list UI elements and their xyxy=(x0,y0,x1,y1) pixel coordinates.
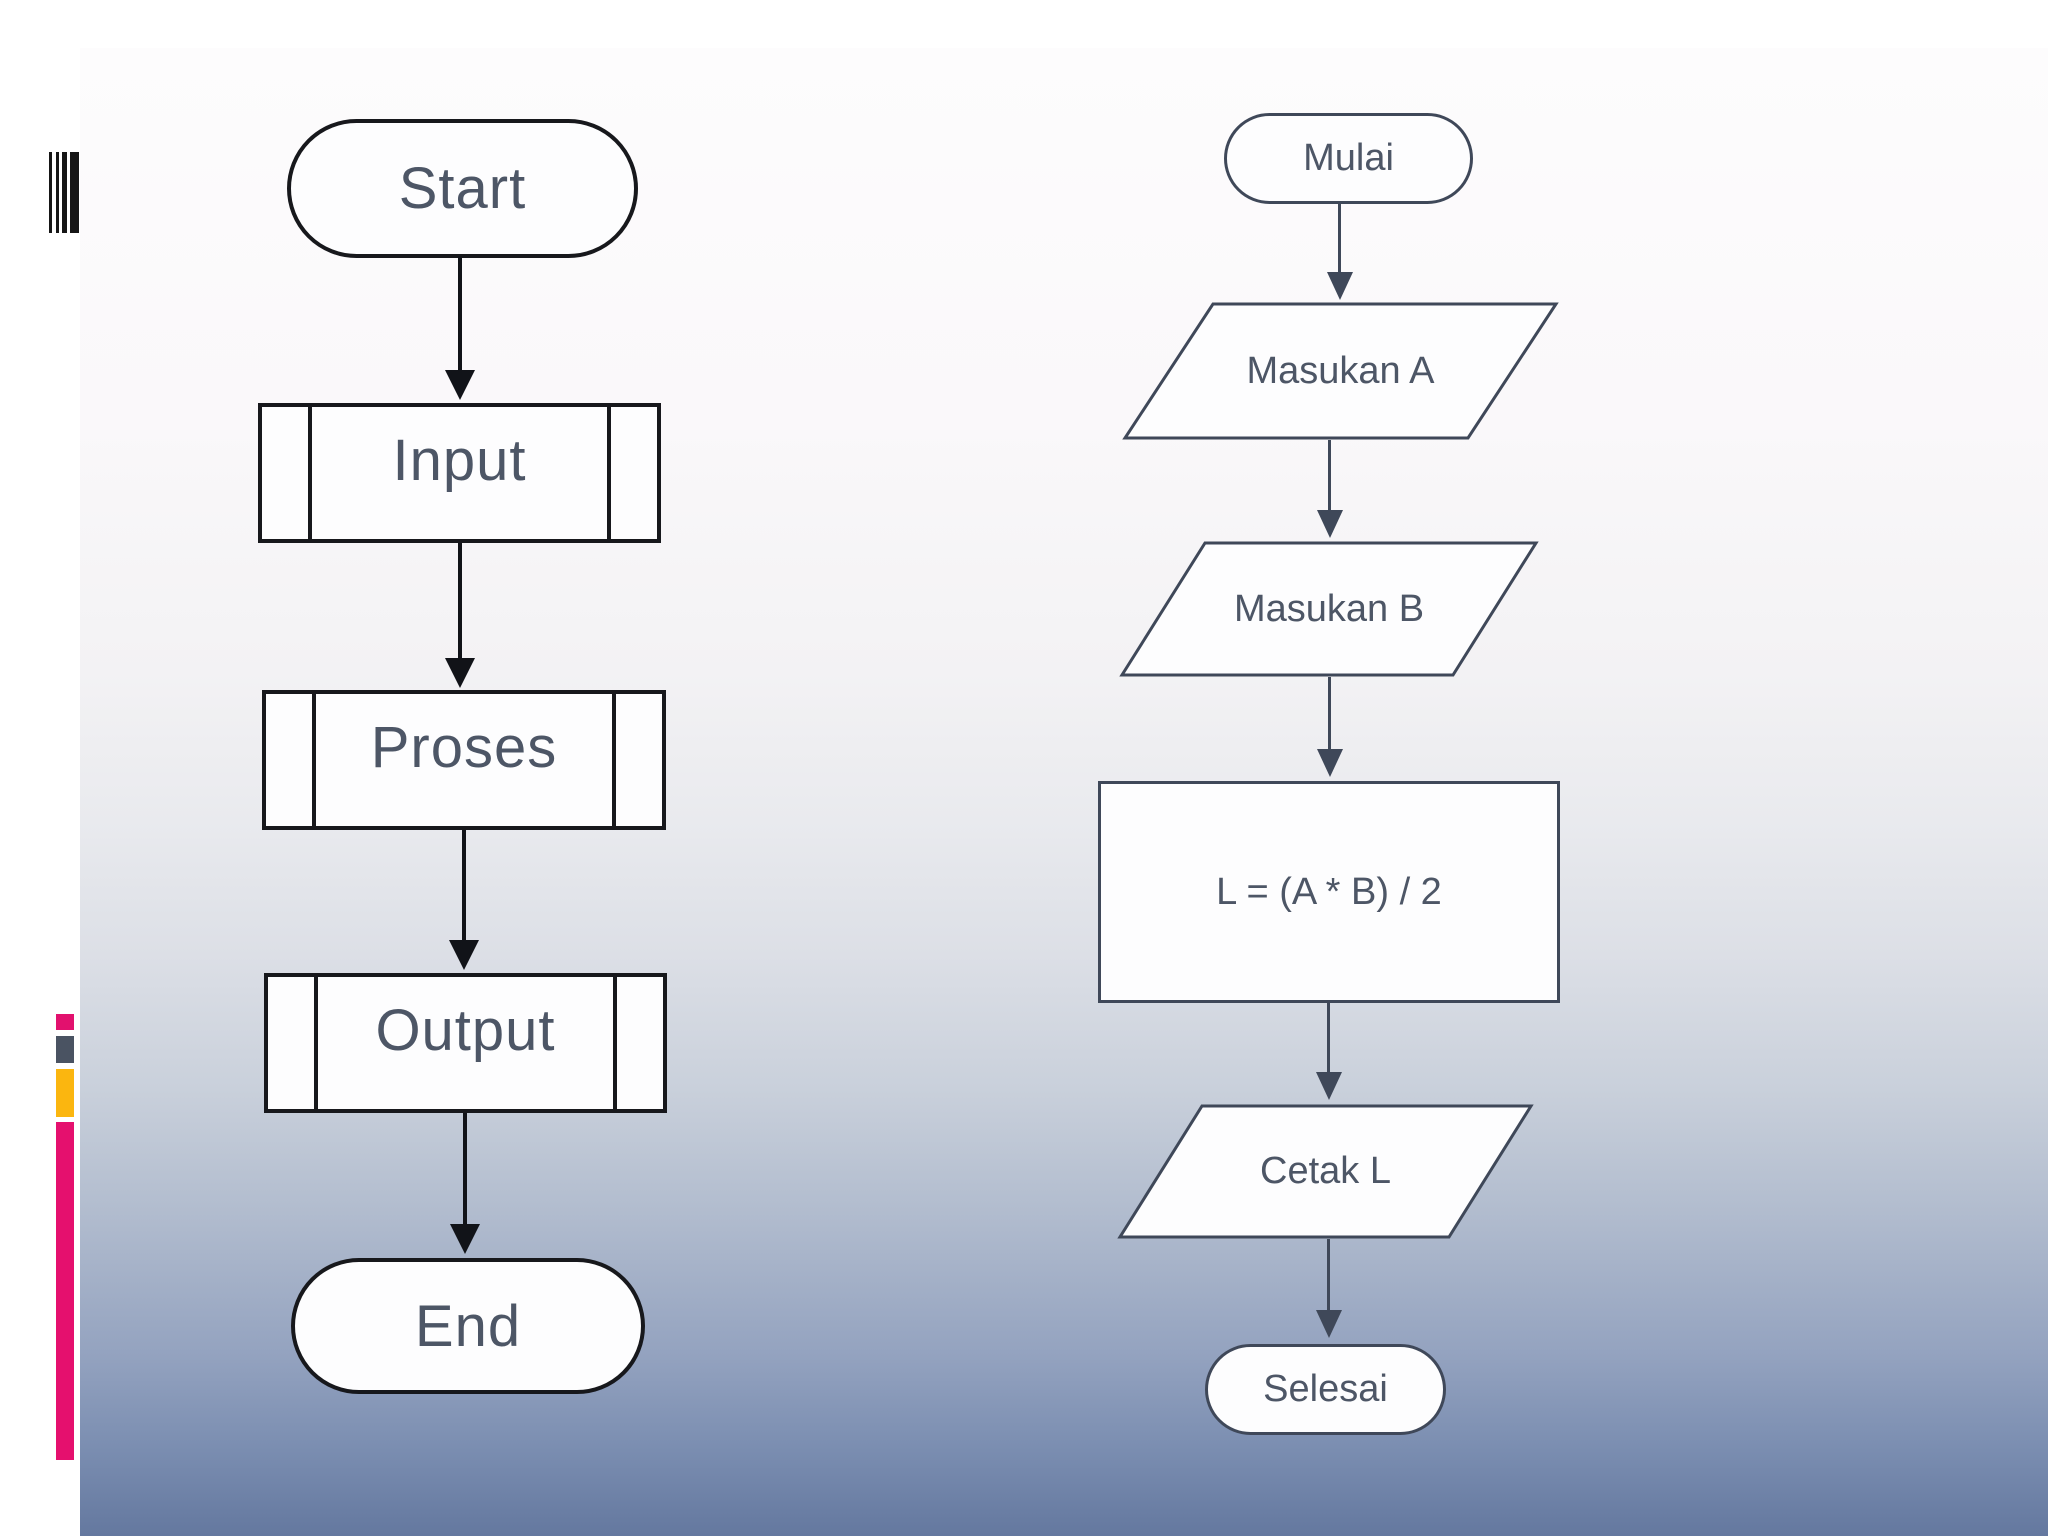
slate-square-accent xyxy=(56,1036,74,1063)
node-label: End xyxy=(414,1293,522,1359)
node-label: Start xyxy=(398,156,527,221)
arrow-line xyxy=(1328,440,1331,512)
arrow-head-icon xyxy=(449,940,479,970)
arrow-line xyxy=(458,256,462,372)
magenta-bar-accent xyxy=(56,1122,74,1460)
arrow-head-icon xyxy=(1317,510,1343,538)
pink-square-accent xyxy=(56,1014,74,1030)
predefined-process-line xyxy=(612,694,616,826)
arrow-line xyxy=(1338,204,1341,274)
node-label: Masukan A xyxy=(1246,349,1435,392)
flowchart-node-mulai: Mulai xyxy=(1224,113,1473,204)
flowchart-node-masukan-a: Masukan A xyxy=(1123,302,1558,440)
predefined-process-line xyxy=(312,694,316,826)
arrow-line xyxy=(462,830,466,942)
barcode-bar xyxy=(49,152,52,233)
predefined-process-line xyxy=(607,407,611,539)
predefined-process-line xyxy=(314,977,318,1109)
flowchart-node-output: Output xyxy=(264,973,667,1113)
node-label: Proses xyxy=(370,714,558,780)
arrow-head-icon xyxy=(450,1224,480,1254)
flowchart-node-masukan-b: Masukan B xyxy=(1120,541,1538,677)
arrow-line xyxy=(1327,1239,1330,1312)
barcode-bar xyxy=(70,152,79,233)
predefined-process-line xyxy=(308,407,312,539)
node-label: Output xyxy=(375,997,556,1063)
node-label: Cetak L xyxy=(1260,1150,1391,1192)
node-label: L = (A * B) / 2 xyxy=(1216,870,1442,913)
flowchart-node-input: Input xyxy=(258,403,661,543)
io-shape-cetak-l xyxy=(1117,1104,1534,1239)
amber-square-accent xyxy=(56,1069,74,1117)
arrow-head-icon xyxy=(445,658,475,688)
flowchart-node-cetak-l: Cetak L xyxy=(1118,1104,1533,1239)
flowchart-node-end: End xyxy=(291,1258,645,1394)
predefined-process-line xyxy=(613,977,617,1109)
flowchart-node-proses: Proses xyxy=(262,690,666,830)
node-label: Mulai xyxy=(1303,137,1394,179)
node-label: Selesai xyxy=(1263,1368,1388,1410)
arrow-line xyxy=(1328,677,1331,751)
arrow-line xyxy=(463,1113,467,1226)
arrow-line xyxy=(458,543,462,660)
arrow-head-icon xyxy=(1327,272,1353,300)
arrow-head-icon xyxy=(1316,1072,1342,1100)
barcode-bar xyxy=(56,152,59,233)
io-shape-masukan-a xyxy=(1122,302,1559,440)
flowchart-node-start: Start xyxy=(287,119,638,258)
arrow-head-icon xyxy=(1317,749,1343,777)
arrow-line xyxy=(1327,1003,1330,1074)
io-shape-masukan-b xyxy=(1119,541,1539,677)
arrow-head-icon xyxy=(1316,1310,1342,1338)
node-label: Input xyxy=(392,427,527,493)
arrow-head-icon xyxy=(445,370,475,400)
flowchart-node-rumus: L = (A * B) / 2 xyxy=(1098,781,1560,1003)
barcode-bar xyxy=(62,152,67,233)
node-label: Masukan B xyxy=(1233,587,1425,630)
flowchart-node-selesai: Selesai xyxy=(1205,1344,1446,1435)
